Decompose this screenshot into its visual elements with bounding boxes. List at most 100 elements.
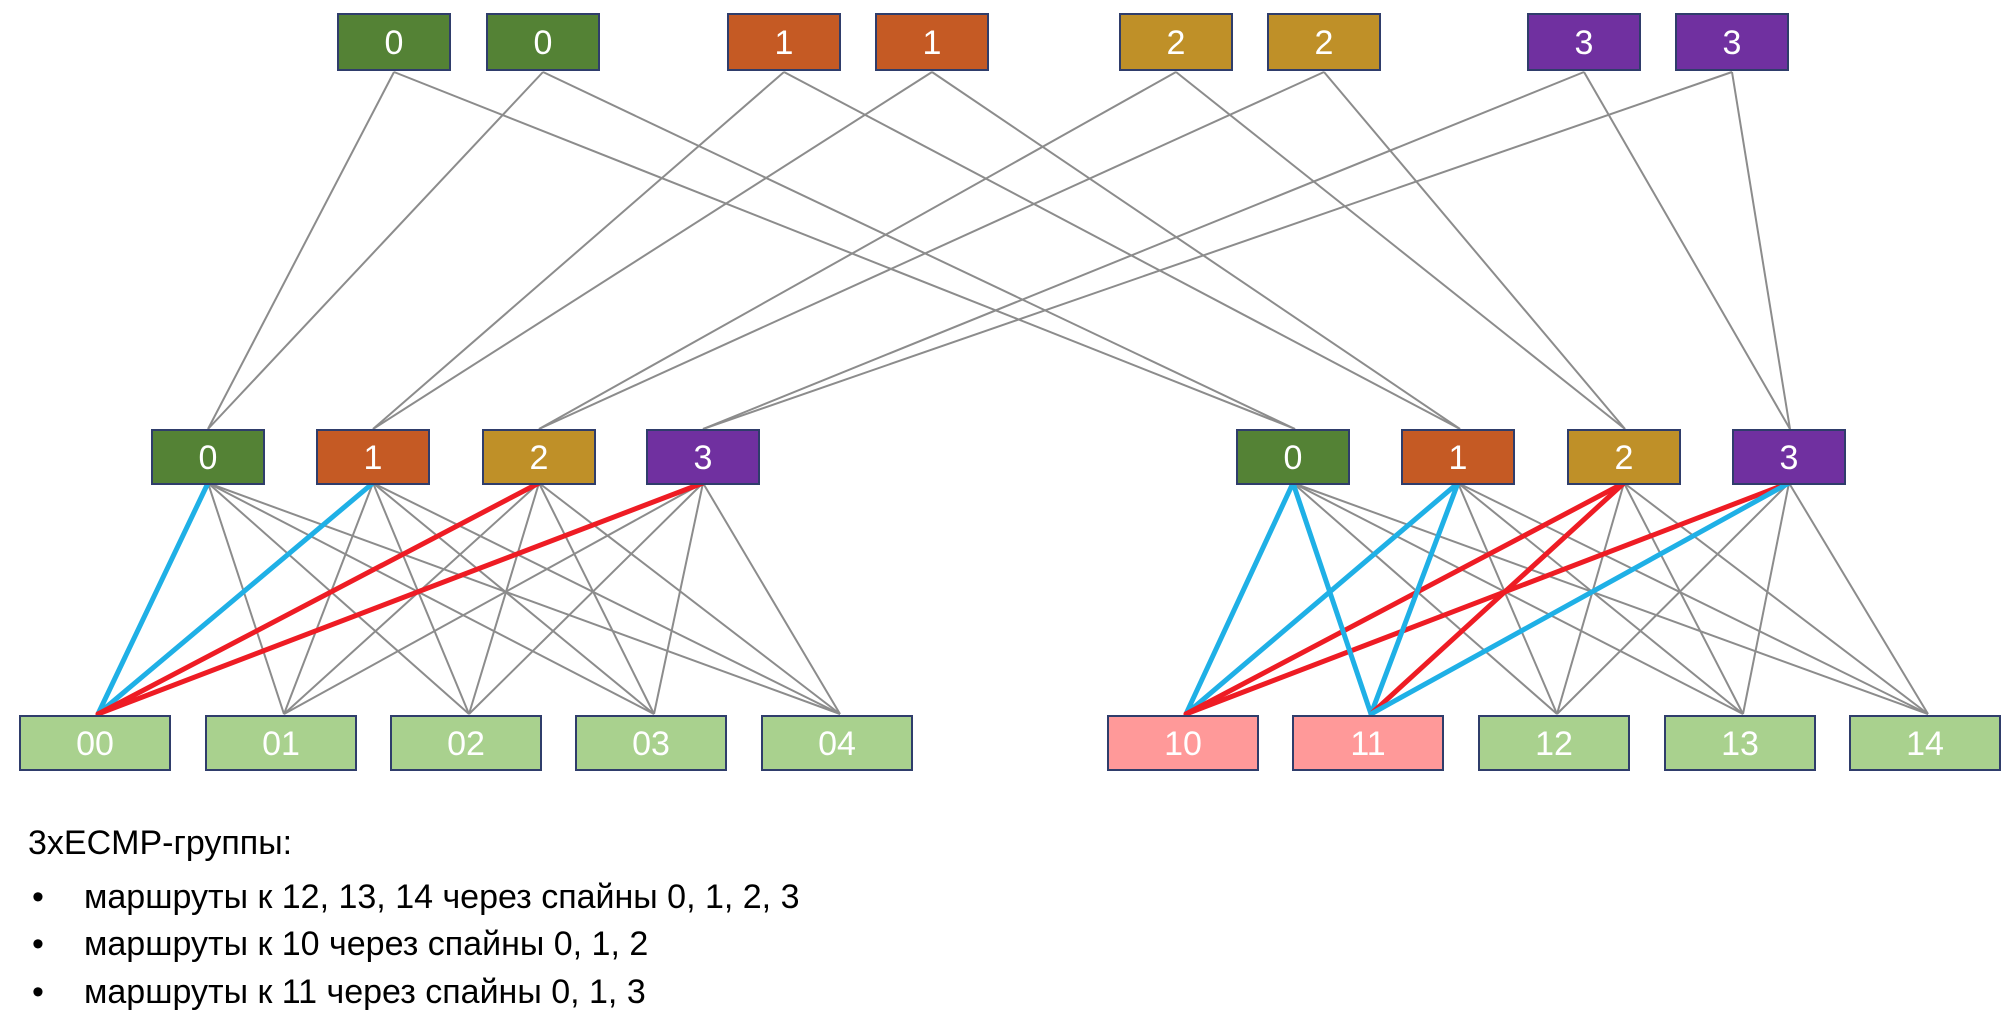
superspine-node-box — [1675, 13, 1789, 71]
superspine-spine-link — [1583, 71, 1791, 430]
ecmp-caption: 3xECMP-группы: •маршруты к 12, 13, 14 че… — [28, 820, 799, 1016]
spine-node: 2 — [1567, 429, 1681, 485]
leaf-node-label: 12 — [1535, 725, 1573, 763]
spine-leaf-link — [207, 482, 470, 715]
superspine-node: 3 — [1527, 13, 1641, 71]
spine-leaf-link — [1292, 482, 1929, 715]
spine-leaf-link — [1742, 482, 1790, 715]
leaf-node-label: 13 — [1721, 725, 1759, 763]
superspine-spine-link — [538, 71, 1177, 430]
spine-node: 3 — [646, 429, 760, 485]
superspine-spine-link — [783, 71, 1461, 430]
spine-leaf-link — [1457, 482, 1558, 715]
blue-path-link — [1368, 480, 1461, 717]
leaf-node-label: 03 — [632, 725, 670, 763]
red-path-link — [1368, 480, 1627, 717]
superspine-node-label: 3 — [1575, 24, 1594, 62]
spine-node-box — [151, 429, 265, 485]
spine-leaf-link — [372, 482, 841, 715]
blue-path-link — [95, 480, 211, 717]
leaf-node-label: 01 — [262, 725, 300, 763]
superspine-node: 1 — [727, 13, 841, 71]
leaf-node-label: 14 — [1906, 725, 1944, 763]
superspine-node-box — [875, 13, 989, 71]
superspine-node-label: 3 — [1723, 24, 1742, 62]
spine-node-box — [316, 429, 430, 485]
spine-leaf-link — [653, 482, 704, 715]
spine-leaf-link — [1623, 482, 1929, 715]
superspine-node-label: 2 — [1315, 24, 1334, 62]
spine-leaf-link — [283, 482, 540, 715]
spine-node-label: 0 — [199, 439, 218, 477]
superspine-node: 1 — [875, 13, 989, 71]
spine-leaf-link — [1292, 482, 1744, 715]
superspine-spine-link — [372, 71, 933, 430]
blue-path-link — [1290, 480, 1374, 717]
superspine-node: 2 — [1119, 13, 1233, 71]
superspine-spine-link — [702, 71, 1733, 430]
leaf-node: 03 — [575, 715, 727, 771]
superspine-node-box — [486, 13, 600, 71]
superspine-node-box — [1267, 13, 1381, 71]
leaf-node-box — [761, 715, 913, 771]
spine-node-box — [1401, 429, 1515, 485]
red-path-link — [95, 480, 542, 717]
spine-node: 1 — [1401, 429, 1515, 485]
blue-path-link — [1183, 480, 1461, 717]
blue-path-link — [1183, 480, 1296, 717]
spine-leaf-link — [1556, 482, 1790, 715]
spine-node-label: 1 — [364, 439, 383, 477]
superspine-node-label: 2 — [1167, 24, 1186, 62]
superspine-node: 0 — [486, 13, 600, 71]
superspine-node-label: 0 — [534, 24, 553, 62]
spine-leaf-link — [468, 482, 704, 715]
spine-leaf-link — [1623, 482, 1744, 715]
leaf-node: 12 — [1478, 715, 1630, 771]
bullet: • — [32, 972, 44, 1011]
spine-leaf-link — [207, 482, 655, 715]
spine-node-box — [482, 429, 596, 485]
leaf-node-label: 10 — [1164, 725, 1202, 763]
leaf-node: 10 — [1107, 715, 1259, 771]
spine-node-label: 0 — [1284, 439, 1303, 477]
leaf-node: 14 — [1849, 715, 2001, 771]
leaf-node-box — [205, 715, 357, 771]
red-path-link — [1183, 480, 1627, 717]
spine-leaf-link — [538, 482, 655, 715]
caption-item-text: маршруты к 11 через спайны 0, 1, 3 — [84, 972, 646, 1011]
spine-leaf-link — [702, 482, 841, 715]
leaf-node: 01 — [205, 715, 357, 771]
spine-node-box — [1236, 429, 1350, 485]
superspine-spine-link — [538, 71, 1325, 430]
blue-path-link — [95, 480, 376, 717]
superspine-node: 2 — [1267, 13, 1381, 71]
spine-leaf-link — [372, 482, 655, 715]
superspine-node-label: 0 — [385, 24, 404, 62]
leaf-node: 00 — [19, 715, 171, 771]
superspine-spine-link — [1731, 71, 1791, 430]
leaf-node: 04 — [761, 715, 913, 771]
gray-links — [97, 71, 1929, 715]
blue-path-link — [1368, 480, 1792, 717]
leaf-node-box — [1107, 715, 1259, 771]
spine-node: 2 — [482, 429, 596, 485]
spine-leaf-link — [1457, 482, 1744, 715]
highlighted-links — [95, 480, 1792, 717]
spine-node-label: 3 — [694, 439, 713, 477]
leaf-node-box — [19, 715, 171, 771]
leaf-node-box — [1478, 715, 1630, 771]
superspine-spine-link — [393, 71, 1296, 430]
spine-node-box — [1567, 429, 1681, 485]
spine-node-label: 3 — [1780, 439, 1799, 477]
spine-node-box — [646, 429, 760, 485]
spine-node-label: 2 — [530, 439, 549, 477]
spine-leaf-link — [1788, 482, 1929, 715]
spine-leaf-link — [1556, 482, 1625, 715]
spine-leaf-link — [372, 482, 470, 715]
spine-leaf-link — [1292, 482, 1558, 715]
leaf-node-label: 11 — [1350, 725, 1385, 763]
superspine-spine-link — [1175, 71, 1626, 430]
leaf-node-label: 00 — [76, 725, 114, 763]
